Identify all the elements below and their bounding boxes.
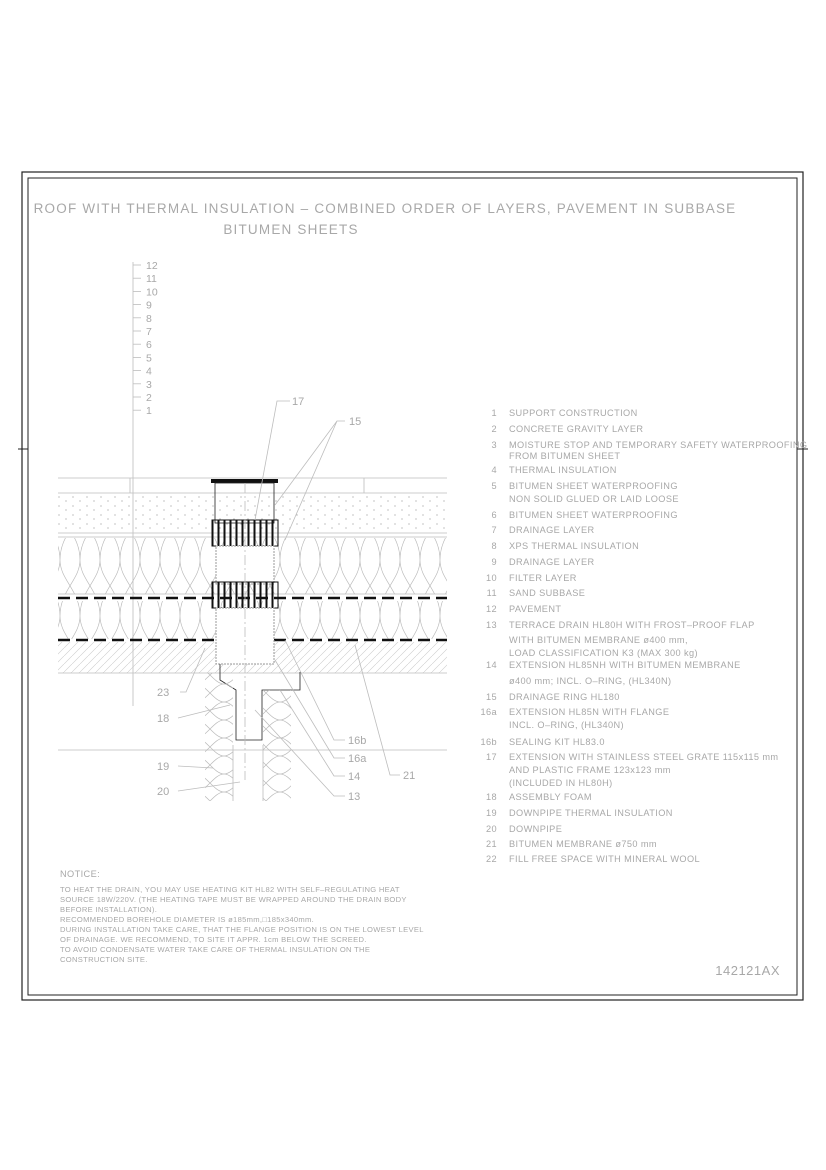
legend-text: EXTENSION HL85N WITH FLANGE xyxy=(509,707,669,717)
notice-line: TO AVOID CONDENSATE WATER TAKE CARE OF T… xyxy=(60,945,370,954)
title-line-1: ROOF WITH THERMAL INSULATION – COMBINED … xyxy=(34,201,737,216)
legend-number: 16a xyxy=(480,707,497,717)
callout-16b: 16b xyxy=(348,735,366,747)
notice-line: BEFORE INSTALLATION). xyxy=(60,905,157,914)
legend-text: INCL. O–RING, (HL340N) xyxy=(509,720,624,730)
callout-16a: 16a xyxy=(348,753,367,765)
legend-number: 10 xyxy=(486,573,497,583)
legend-number: 12 xyxy=(486,604,497,614)
legend-text: (INCLUDED IN HL80H) xyxy=(509,778,613,788)
legend-text: AND PLASTIC FRAME 123x123 mm xyxy=(509,765,671,775)
scale-label: 11 xyxy=(146,273,157,285)
legend-text: FILTER LAYER xyxy=(509,573,577,583)
legend-text: MOISTURE STOP AND TEMPORARY SAFETY WATER… xyxy=(509,440,807,450)
legend-number: 22 xyxy=(486,854,497,864)
scale-label: 2 xyxy=(146,392,152,404)
legend-number: 1 xyxy=(491,408,497,418)
legend-text: THERMAL INSULATION xyxy=(509,465,617,475)
notice-line: RECOMMENDED BOREHOLE DIAMETER IS ø185mm,… xyxy=(60,915,314,924)
scale-label: 5 xyxy=(146,352,152,364)
legend-number: 3 xyxy=(491,440,497,450)
legend-number: 19 xyxy=(486,808,497,818)
callout-23: 23 xyxy=(157,687,169,699)
legend-number: 2 xyxy=(491,424,497,434)
scale-label: 9 xyxy=(146,300,152,312)
legend-text: DRAINAGE LAYER xyxy=(509,557,595,567)
notice-line: CONSTRUCTION SITE. xyxy=(60,955,148,964)
callout-14: 14 xyxy=(348,771,360,783)
legend-text: XPS THERMAL INSULATION xyxy=(509,541,639,551)
scale-label: 4 xyxy=(146,366,152,378)
legend-text: DOWNPIPE xyxy=(509,824,562,834)
legend-text: NON SOLID GLUED OR LAID LOOSE xyxy=(509,494,679,504)
legend-number: 15 xyxy=(486,692,497,702)
legend-text: CONCRETE GRAVITY LAYER xyxy=(509,424,643,434)
legend-number: 20 xyxy=(486,824,497,834)
scale-label: 3 xyxy=(146,379,152,391)
legend-number: 21 xyxy=(486,839,497,849)
notice-heading: NOTICE: xyxy=(60,869,100,879)
callout-17: 17 xyxy=(292,396,304,408)
scale-label: 8 xyxy=(146,313,152,325)
legend-text: SAND SUBBASE xyxy=(509,588,585,598)
callout-13: 13 xyxy=(348,791,360,803)
legend-text: FILL FREE SPACE WITH MINERAL WOOL xyxy=(509,854,700,864)
callout-21: 21 xyxy=(403,770,415,782)
legend-number: 18 xyxy=(486,792,497,802)
drawing-code: 142121AX xyxy=(715,963,780,978)
legend-text: DOWNPIPE THERMAL INSULATION xyxy=(509,808,673,818)
notice-line: TO HEAT THE DRAIN, YOU MAY USE HEATING K… xyxy=(60,885,400,894)
legend-number: 17 xyxy=(486,752,497,762)
legend-number: 6 xyxy=(491,510,497,520)
legend-number: 8 xyxy=(491,541,497,551)
notice-line: SOURCE 18W/220V. (THE HEATING TAPE MUST … xyxy=(60,895,407,904)
notice: NOTICE: TO HEAT THE DRAIN, YOU MAY USE H… xyxy=(60,869,424,964)
legend-text: DRAINAGE LAYER xyxy=(509,525,595,535)
legend-text: DRAINAGE RING HL180 xyxy=(509,692,620,702)
title-line-2: BITUMEN SHEETS xyxy=(223,222,358,237)
legend-number: 5 xyxy=(491,481,497,491)
scale-label: 7 xyxy=(146,326,152,338)
legend-text: SUPPORT CONSTRUCTION xyxy=(509,408,638,418)
notice-line: OF DRAINAGE. WE RECOMMEND, TO SITE IT AP… xyxy=(60,935,367,944)
callouts: 17 15 23 18 19 20 16b 16a 14 13 21 xyxy=(157,396,415,803)
legend-text: ø400 mm; INCL. O–RING, (HL340N) xyxy=(509,676,672,686)
inner-frame xyxy=(27,177,798,996)
legend-text: WITH BITUMEN MEMBRANE ø400 mm, xyxy=(509,635,688,645)
outer-frame xyxy=(21,171,804,1001)
callout-19: 19 xyxy=(157,761,169,773)
callout-15: 15 xyxy=(349,416,361,428)
legend-number: 11 xyxy=(487,588,497,598)
legend-number: 13 xyxy=(486,620,497,630)
scale-label: 1 xyxy=(146,405,152,417)
legend-text: EXTENSION HL85NH WITH BITUMEN MEMBRANE xyxy=(509,660,741,670)
legend-text: BITUMEN SHEET WATERPROOFING xyxy=(509,481,678,491)
legend-text: TERRACE DRAIN HL80H WITH FROST–PROOF FLA… xyxy=(509,620,755,630)
scale-label: 10 xyxy=(146,286,158,298)
legend-text: EXTENSION WITH STAINLESS STEEL GRATE 115… xyxy=(509,752,778,762)
legend-number: 14 xyxy=(486,660,497,670)
legend-number: 9 xyxy=(491,557,497,567)
scale-label: 6 xyxy=(146,339,152,351)
scale-label: 12 xyxy=(146,260,158,272)
notice-line: DURING INSTALLATION TAKE CARE, THAT THE … xyxy=(60,925,424,934)
legend-text: LOAD CLASSIFICATION K3 (MAX 300 kg) xyxy=(509,648,698,658)
legend-number: 7 xyxy=(491,525,497,535)
legend-number: 4 xyxy=(491,465,497,475)
callout-18: 18 xyxy=(157,713,169,725)
legend-text: SEALING KIT HL83.0 xyxy=(509,737,605,747)
legend-number: 16b xyxy=(480,737,497,747)
legend-text: ASSEMBLY FOAM xyxy=(509,792,592,802)
callout-20: 20 xyxy=(157,786,169,798)
legend-text: BITUMEN MEMBRANE ø750 mm xyxy=(509,839,657,849)
legend-text: FROM BITUMEN SHEET xyxy=(509,451,620,461)
legend-text: PAVEMENT xyxy=(509,604,561,614)
roof-section-drawing xyxy=(58,477,447,801)
legend-text: BITUMEN SHEET WATERPROOFING xyxy=(509,510,678,520)
legend: 1 SUPPORT CONSTRUCTION 2 CONCRETE GRAVITY L… xyxy=(480,408,807,864)
